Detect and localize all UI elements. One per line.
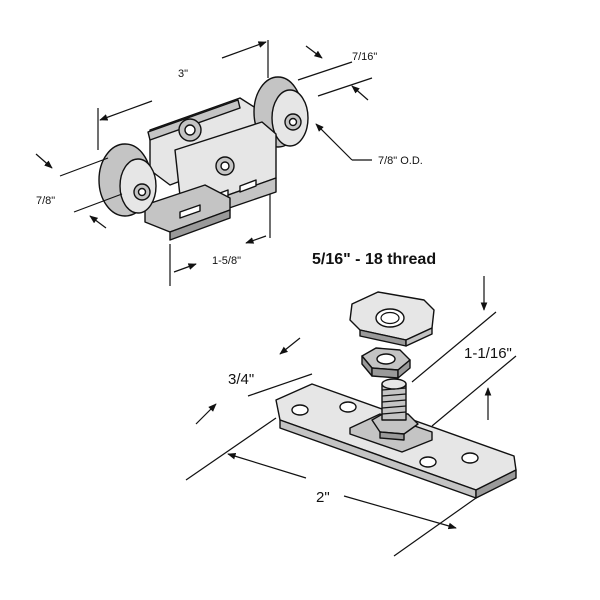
roller-dimensions: 3" 7/16" 7/8" O.D. 7/8" 1-5/8" (35, 40, 423, 286)
dim-thread-size: 5/16" - 18 thread (312, 251, 436, 268)
threaded-stud (381, 378, 407, 421)
dim-roller-length: 3" (178, 68, 188, 80)
dim-plate-width: 3/4" (228, 371, 254, 388)
dim-wheel-od: 7/8" O.D. (378, 155, 423, 167)
roller-assembly-drawing (98, 76, 309, 241)
hex-nut (361, 347, 411, 379)
dim-wheel-width: 7/16" (352, 51, 377, 63)
dim-stud-height: 1-1/16" (464, 345, 512, 362)
dim-roller-base: 1-5/8" (212, 255, 241, 267)
plate-dimensions: 5/16" - 18 thread 1-1/16" 3/4" 2" (185, 251, 517, 557)
dim-roller-height: 7/8" (36, 195, 55, 207)
mounting-plate-drawing (275, 291, 517, 499)
front-roller-wheel (98, 143, 157, 217)
dim-plate-length: 2" (316, 489, 330, 506)
t-nut (349, 291, 435, 347)
